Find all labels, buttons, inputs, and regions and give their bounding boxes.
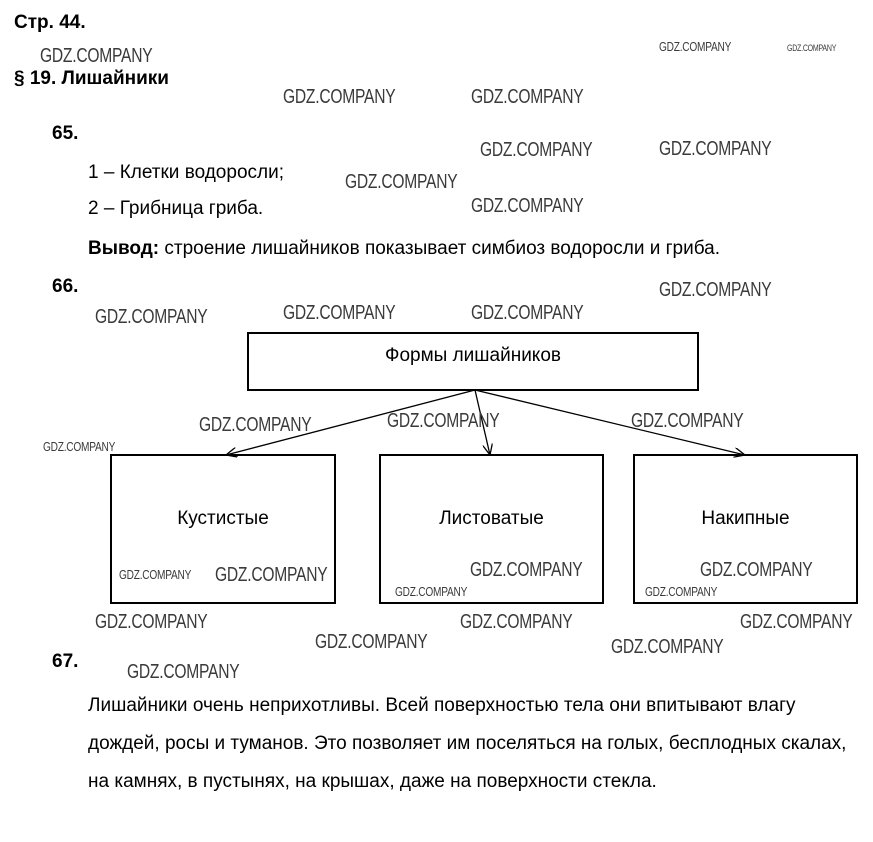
task-67-number: 67.	[52, 651, 79, 672]
watermark: GDZ.COMPANY	[471, 195, 584, 217]
watermark: GDZ.COMPANY	[283, 86, 396, 108]
diagram-root-box: Формы лишайников	[247, 332, 699, 391]
section-title: § 19. Лишайники	[14, 68, 169, 89]
watermark: GDZ.COMPANY	[315, 631, 428, 653]
task-66-number: 66.	[52, 276, 79, 297]
diagram-root-label: Формы лишайников	[385, 345, 561, 366]
watermark: GDZ.COMPANY	[345, 171, 458, 193]
conclusion-text: строение лишайников показывает симбиоз в…	[159, 238, 721, 259]
watermark: GDZ.COMPANY	[740, 611, 853, 633]
diagram-label: Накипные	[701, 508, 790, 529]
arrow-to-listovatye	[474, 389, 490, 455]
task-65-item-2: 2 – Грибница гриба.	[88, 198, 264, 219]
task-67-text: Лишайники очень неприхотливы. Всей повер…	[88, 695, 847, 792]
watermark: GDZ.COMPANY	[387, 410, 500, 432]
watermark: GDZ.COMPANY	[631, 410, 744, 432]
watermark: GDZ.COMPANY	[471, 302, 584, 324]
watermark: GDZ.COMPANY	[659, 279, 772, 301]
watermark: GDZ.COMPANY	[659, 39, 732, 54]
page-label: Стр. 44.	[14, 12, 86, 33]
diagram-label: Кустистые	[177, 508, 269, 529]
watermark: GDZ.COMPANY	[215, 564, 328, 586]
task-65-number: 65.	[52, 123, 79, 144]
watermark: GDZ.COMPANY	[645, 584, 718, 599]
diagram-box-kustistye: Кустистые	[110, 454, 336, 604]
watermark: GDZ.COMPANY	[283, 302, 396, 324]
watermark: GDZ.COMPANY	[611, 636, 724, 658]
diagram-box-nakipnye: Накипные	[633, 454, 858, 604]
diagram-label: Листоватые	[439, 508, 544, 529]
watermark: GDZ.COMPANY	[119, 567, 192, 582]
watermark: GDZ.COMPANY	[460, 611, 573, 633]
watermark: GDZ.COMPANY	[40, 45, 153, 67]
watermark: GDZ.COMPANY	[127, 661, 240, 683]
task-65-conclusion: Вывод: строение лишайников показывает си…	[88, 238, 720, 260]
conclusion-label: Вывод:	[88, 238, 160, 259]
arrow-to-kustistye	[226, 389, 476, 455]
watermark: GDZ.COMPANY	[787, 43, 837, 53]
watermark: GDZ.COMPANY	[95, 306, 208, 328]
watermark: GDZ.COMPANY	[471, 86, 584, 108]
watermark: GDZ.COMPANY	[470, 559, 583, 581]
diagram-box-listovatye: Листоватые	[379, 454, 604, 604]
watermark: GDZ.COMPANY	[659, 138, 772, 160]
watermark: GDZ.COMPANY	[395, 584, 468, 599]
watermark: GDZ.COMPANY	[95, 611, 208, 633]
watermark: GDZ.COMPANY	[700, 559, 813, 581]
arrow-to-nakipnye	[474, 389, 745, 455]
watermark: GDZ.COMPANY	[480, 139, 593, 161]
watermark: GDZ.COMPANY	[199, 414, 312, 436]
task-65-item-1: 1 – Клетки водоросли;	[88, 162, 284, 183]
watermark: GDZ.COMPANY	[43, 439, 116, 454]
